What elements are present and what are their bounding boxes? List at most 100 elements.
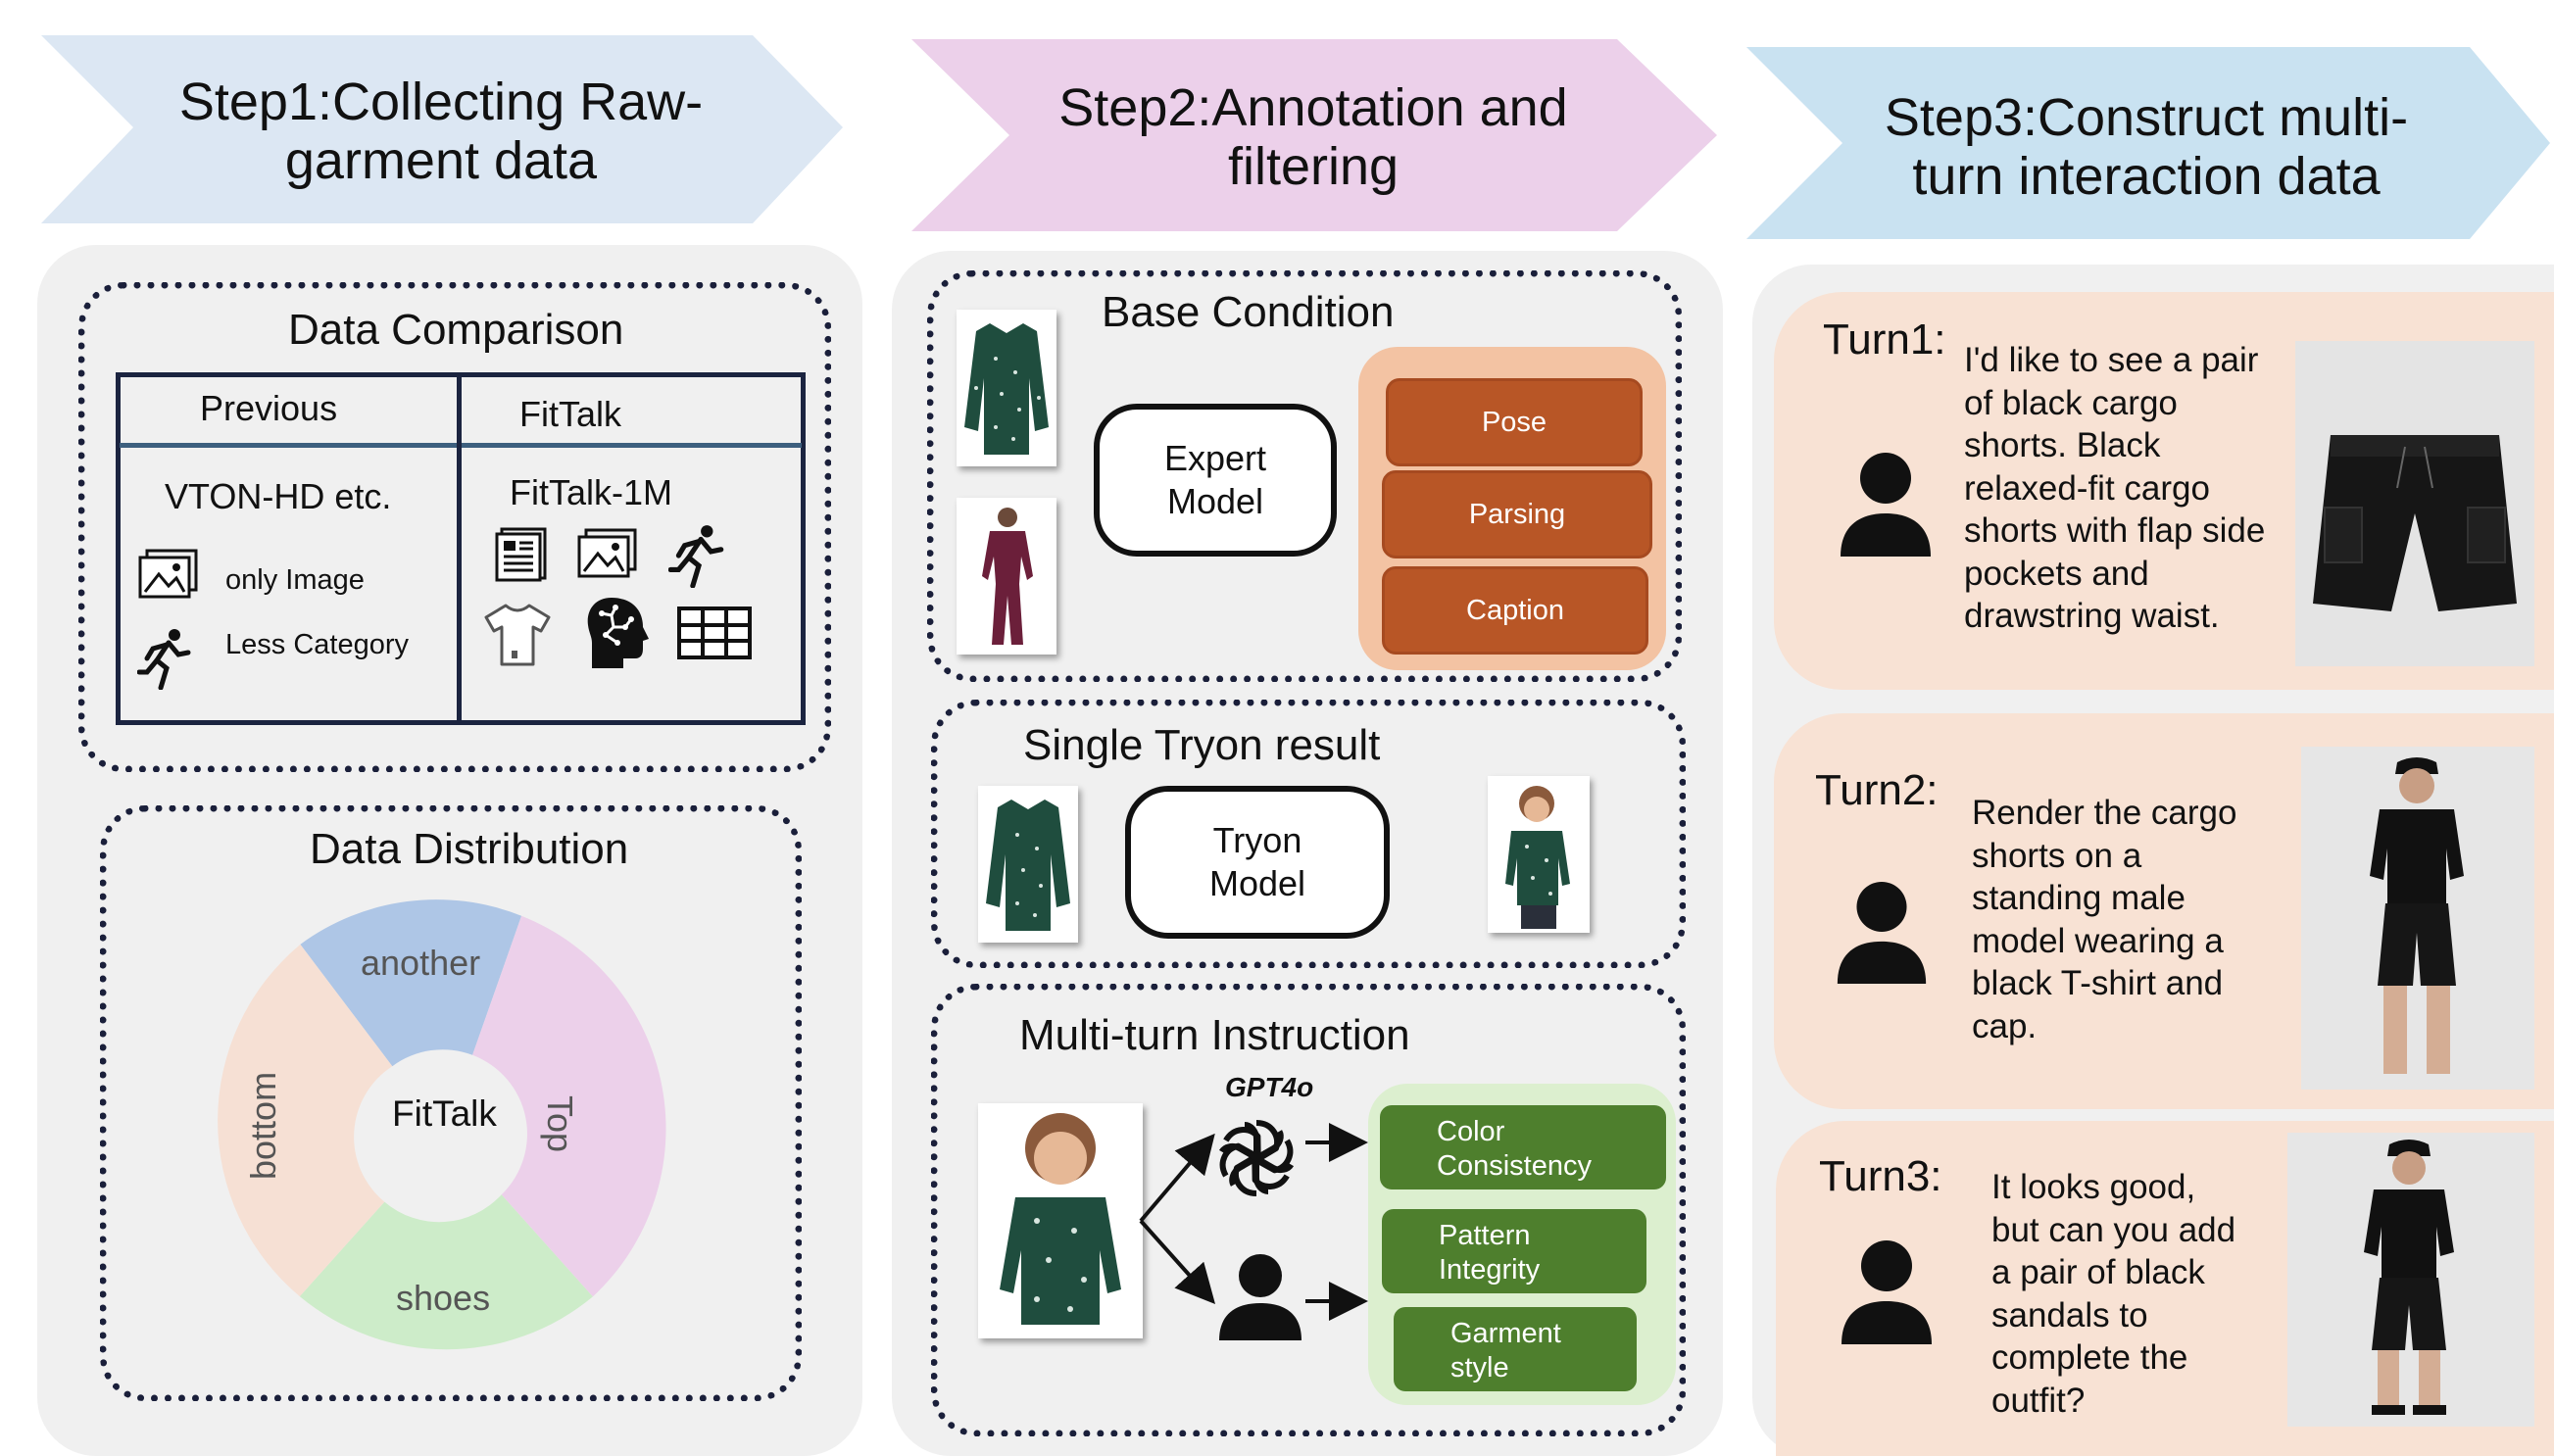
- turn1-line: shorts with flap side: [1964, 511, 2266, 550]
- multiturn-instruction-title: Multi-turn Instruction: [1019, 1011, 1410, 1059]
- brain-icon: [587, 598, 649, 668]
- step2-title-line1: Step2:Annotation and: [1058, 78, 1568, 137]
- pattern-integrity-line1: Pattern: [1439, 1220, 1531, 1251]
- child-model-image: [978, 1103, 1143, 1338]
- user-icon: [1219, 1254, 1302, 1340]
- cargo-shorts-image: [2295, 341, 2534, 666]
- comparison-column-divider: [457, 376, 462, 721]
- garment-style-line2: style: [1450, 1352, 1509, 1383]
- document-icon: [495, 527, 547, 582]
- turn3-line: It looks good,: [1991, 1168, 2196, 1206]
- user-icon: [1842, 1240, 1932, 1344]
- single-tryon-box: [931, 700, 1686, 968]
- step3-title-line2: turn interaction data: [1912, 147, 2381, 206]
- donut-center-label: FitTalk: [392, 1093, 497, 1134]
- expert-model-label: Expert Model: [1163, 438, 1267, 521]
- turn3-line: complete the: [1991, 1338, 2188, 1377]
- tshirt-icon: [484, 604, 551, 666]
- step2-title: Step2:Annotation and filtering: [1000, 78, 1627, 196]
- turn2-line: standing male: [1972, 879, 2186, 917]
- base-condition-box: [927, 270, 1682, 682]
- comparison-table: [116, 372, 806, 725]
- data-comparison-title: Data Comparison: [288, 306, 624, 354]
- turn3-label: Turn3:: [1819, 1152, 1942, 1200]
- turn3-line: outfit?: [1991, 1381, 2086, 1420]
- donut-label-bottom: bottom: [243, 1071, 283, 1180]
- turn1-label: Turn1:: [1823, 315, 1946, 364]
- donut-label-shoes: shoes: [396, 1278, 491, 1318]
- turn1-line: pockets and: [1964, 554, 2149, 593]
- gpt-label: GPT4o: [1225, 1072, 1314, 1102]
- turn1-line: relaxed-fit cargo: [1964, 468, 2210, 508]
- turn3-line: a pair of black: [1991, 1253, 2205, 1291]
- data-distribution-box: [100, 805, 802, 1401]
- step1-title-line2: garment data: [284, 131, 598, 190]
- pose-output: Pose: [1386, 378, 1643, 466]
- running-icon: [137, 629, 191, 690]
- color-consistency-output: Color Consistency: [1380, 1105, 1666, 1189]
- user-icon: [1841, 453, 1931, 557]
- turn2-line: Render the cargo: [1972, 794, 2237, 832]
- turn2-line: model wearing a: [1972, 921, 2224, 960]
- running-icon: [668, 525, 724, 588]
- turn1-text: I'd like to see a pair of black cargo sh…: [1964, 339, 2297, 638]
- base-condition-title: Base Condition: [1102, 288, 1395, 336]
- step3-title-line1: Step3:Construct multi-: [1884, 88, 2409, 147]
- donut-label-top: Top: [540, 1095, 580, 1153]
- turn2-label: Turn2:: [1815, 766, 1939, 814]
- tryon-model-box: Tryon Model: [1125, 786, 1390, 939]
- turn1-line: I'd like to see a pair: [1964, 341, 2259, 379]
- color-consistency-line1: Color: [1437, 1116, 1505, 1147]
- step1-title-line1: Step1:Collecting Raw-: [178, 73, 704, 131]
- donut-segment-shoes: [299, 1194, 593, 1350]
- garment-style-output: Garment style: [1394, 1307, 1637, 1391]
- tryon-result-image: [1488, 776, 1590, 933]
- only-image-label: only Image: [225, 564, 365, 596]
- multiturn-instruction-box: [931, 984, 1686, 1436]
- parsing-output: Parsing: [1382, 470, 1652, 558]
- data-comparison-box: [78, 282, 831, 772]
- step3-arrow: [1746, 47, 2550, 239]
- expert-model-box: Expert Model: [1094, 404, 1337, 557]
- color-consistency-line2: Consistency: [1437, 1150, 1592, 1182]
- turn3-text: It looks good, but can you add a pair of…: [1991, 1166, 2305, 1422]
- step2-arrow: [911, 39, 1717, 231]
- turn1-line: drawstring waist.: [1964, 597, 2220, 635]
- turn3-line: but can you add: [1991, 1210, 2236, 1249]
- step-arrows: [41, 35, 2550, 239]
- instruction-arrows: [1139, 1123, 1368, 1321]
- tryon-model-label: Tryon Model: [1208, 820, 1306, 903]
- donut-segment-bottom: [218, 944, 393, 1297]
- step3-title: Step3:Construct multi- turn interaction …: [1842, 88, 2450, 206]
- pattern-integrity-output: Pattern Integrity: [1382, 1209, 1646, 1293]
- distribution-donut: [218, 899, 666, 1350]
- data-distribution-title: Data Distribution: [310, 825, 629, 873]
- fittalk-name: FitTalk-1M: [510, 472, 673, 512]
- model-with-sandals-image: [2287, 1133, 2534, 1427]
- caption-output: Caption: [1382, 566, 1648, 655]
- previous-header: Previous: [200, 388, 338, 428]
- turn1-line: shorts. Black: [1964, 426, 2161, 464]
- model-person-image: [957, 498, 1056, 655]
- less-category-label: Less Category: [225, 629, 409, 660]
- table-icon: [677, 607, 752, 659]
- fittalk-header: FitTalk: [519, 394, 622, 434]
- turn3-line: sandals to: [1991, 1295, 2148, 1335]
- single-tryon-title: Single Tryon result: [1023, 721, 1381, 769]
- previous-name: VTON-HD etc.: [165, 476, 392, 516]
- turn1-line: of black cargo: [1964, 383, 2178, 422]
- tryon-garment-image: [978, 786, 1078, 943]
- donut-label-another: another: [361, 943, 481, 983]
- pattern-integrity-line2: Integrity: [1439, 1254, 1541, 1286]
- step1-title: Step1:Collecting Raw- garment data: [127, 73, 755, 190]
- donut-segment-top: [472, 915, 666, 1297]
- step1-arrow: [41, 35, 843, 223]
- donut-segment-another: [300, 899, 522, 1067]
- image-icon: [577, 528, 637, 578]
- shirt-garment-image: [957, 310, 1056, 466]
- user-icon: [1837, 881, 1927, 984]
- openai-logo-icon: [1218, 1120, 1295, 1196]
- turn2-line: black T-shirt and: [1972, 964, 2224, 1002]
- image-icon: [138, 549, 198, 599]
- turn2-text: Render the cargo shorts on a standing ma…: [1972, 792, 2295, 1047]
